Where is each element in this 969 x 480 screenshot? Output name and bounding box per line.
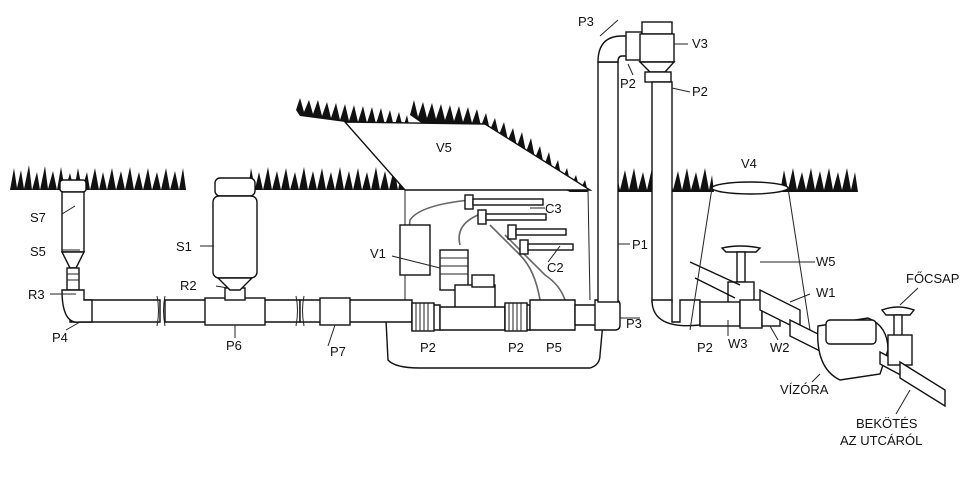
label-p3-bottom: P3 [626, 316, 642, 331]
main-tap [880, 306, 946, 408]
valve-box-v4 [689, 181, 811, 332]
label-vizora: VÍZÓRA [780, 382, 829, 397]
label-p3-top: P3 [578, 14, 594, 29]
label-p2-b: P2 [508, 340, 524, 355]
label-c3: C3 [545, 201, 562, 216]
label-p7: P7 [330, 344, 346, 359]
ground-grass [10, 98, 858, 192]
label-v1: V1 [370, 246, 386, 261]
label-c2: C2 [547, 260, 564, 275]
label-v5: V5 [436, 140, 452, 155]
label-p6: P6 [226, 338, 242, 353]
label-w5: W5 [816, 254, 836, 269]
label-p2-valve: P2 [620, 76, 636, 91]
label-focsap: FŐCSAP [906, 271, 959, 286]
label-r3: R3 [28, 287, 45, 302]
sprinkler-s1 [212, 177, 258, 291]
label-bekotes-2: AZ UTCÁRÓL [840, 433, 922, 448]
valve-box-lid [343, 121, 593, 191]
label-r2: R2 [180, 278, 197, 293]
label-s1: S1 [176, 239, 192, 254]
label-p5: P5 [546, 340, 562, 355]
label-w3: W3 [728, 336, 748, 351]
label-p1: P1 [632, 237, 648, 252]
sprinkler-s7 [59, 179, 93, 323]
label-bekotes-1: BEKÖTÉS [856, 416, 918, 431]
valve-box-v5 [384, 189, 606, 369]
label-p4: P4 [52, 330, 68, 345]
label-w1: W1 [816, 285, 836, 300]
riser-p1 [597, 21, 701, 327]
label-v4: V4 [741, 156, 757, 171]
label-v3: V3 [692, 36, 708, 51]
label-s7: S7 [30, 210, 46, 225]
label-w2: W2 [770, 340, 790, 355]
label-p2-c: P2 [697, 340, 713, 355]
labels: P3 V3 P2 P2 V5 V4 C3 C2 P1 V1 S7 S5 R3 P… [28, 14, 959, 448]
label-p2-a: P2 [420, 340, 436, 355]
label-s5: S5 [30, 244, 46, 259]
main-pipe [69, 287, 621, 332]
label-p2-riser: P2 [692, 84, 708, 99]
leader-lines [50, 19, 919, 415]
